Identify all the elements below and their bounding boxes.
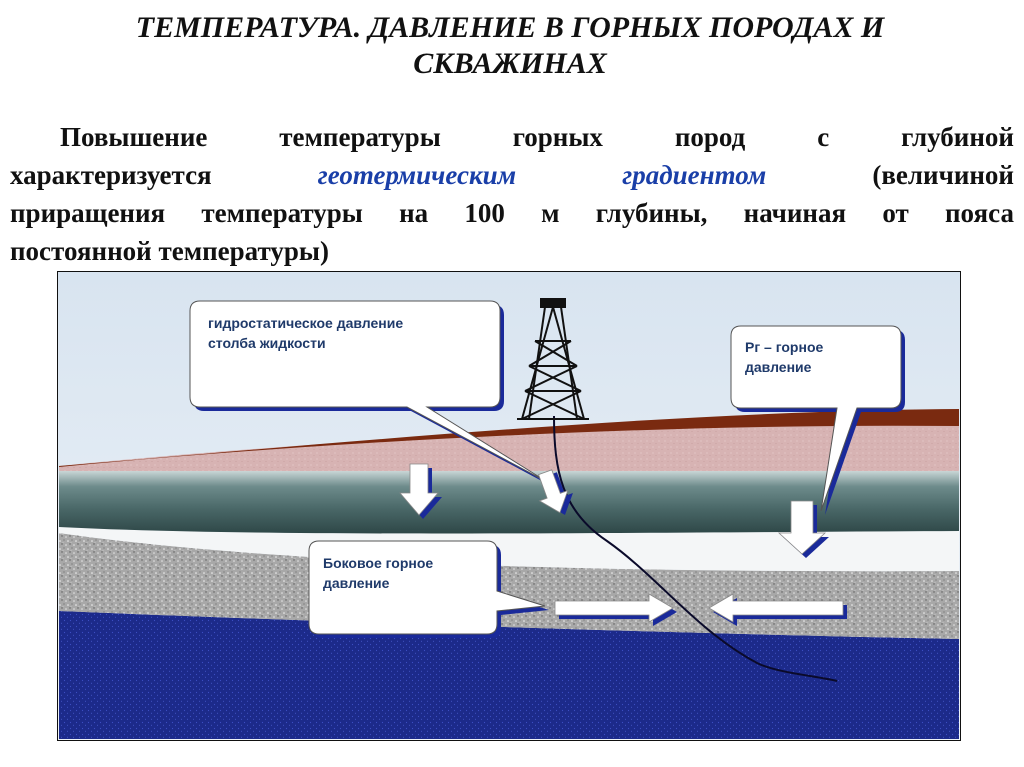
down-arrow-icon — [777, 500, 829, 558]
lateral-pressure-label-line-1: Боковое горное — [323, 555, 434, 571]
word: от — [882, 198, 909, 228]
hydrostatic-label-line-2: столба жидкости — [208, 335, 326, 351]
word: Повышение — [60, 122, 208, 152]
white-layer — [59, 527, 959, 572]
drilling-rig-icon — [517, 298, 589, 420]
term-gradient: градиентом — [622, 160, 767, 190]
word: пород — [674, 122, 746, 152]
lateral-pressure-label: Боковое горное давление — [323, 553, 433, 593]
paragraph-line-4: постоянной температуры) — [10, 232, 1014, 270]
hydrostatic-label: гидростатическое давление столба жидкост… — [208, 313, 403, 353]
pink-layer — [59, 419, 959, 471]
word: пояса — [945, 198, 1014, 228]
lateral-pressure-label-line-2: давление — [323, 575, 390, 591]
water-layer — [59, 611, 959, 739]
paragraph-line-2: характеризуется геотермическим градиенто… — [10, 156, 1014, 194]
word: на — [399, 198, 429, 228]
word: начиная — [743, 198, 847, 228]
paragraph-line-3: приращения температуры на 100 м глубины,… — [10, 194, 1014, 232]
hydrostatic-label-line-1: гидростатическое давление — [208, 315, 404, 331]
teal-layer — [59, 471, 959, 534]
term-geothermal: геотермическим — [317, 160, 517, 190]
word: с — [817, 122, 830, 152]
slide-title: ТЕМПЕРАТУРА. ДАВЛЕНИЕ В ГОРНЫХ ПОРОДАХ И… — [60, 10, 960, 82]
rock-pressure-label-line-2: давление — [745, 359, 812, 375]
down-arrow-icon — [399, 463, 442, 519]
pressure-diagram: гидростатическое давление столба жидкост… — [56, 270, 962, 742]
word: характеризуется — [10, 160, 212, 190]
hydrostatic-callout — [189, 300, 553, 487]
paragraph-line-1: Повышение температуры горных пород с глу… — [10, 118, 1014, 156]
brown-layer — [59, 409, 959, 467]
title-line-1: ТЕМПЕРАТУРА. ДАВЛЕНИЕ В ГОРНЫХ ПОРОДАХ И — [135, 11, 885, 44]
intro-paragraph: Повышение температуры горных пород с глу… — [10, 118, 1014, 270]
word: м — [541, 198, 560, 228]
word: глубины, — [595, 198, 708, 228]
word: температуры — [279, 122, 441, 152]
word: постоянной температуры) — [10, 236, 329, 266]
word: горных — [512, 122, 603, 152]
rock-pressure-label-line-1: Рг – горное — [745, 339, 824, 355]
word: 100 — [464, 198, 505, 228]
down-arrow-icon — [538, 469, 573, 516]
word: глубиной — [901, 122, 1014, 152]
left-arrow-icon — [708, 593, 847, 626]
lateral-pressure-callout — [308, 540, 549, 638]
word: приращения — [10, 198, 166, 228]
title-line-2: СКВАЖИНАХ — [413, 47, 607, 80]
word: (величиной — [872, 160, 1014, 190]
right-arrow-icon — [554, 593, 677, 626]
rock-pressure-callout — [730, 325, 905, 515]
diagram-canvas — [56, 270, 962, 742]
rock-pressure-label: Рг – горное давление — [745, 337, 823, 377]
well-bore — [553, 415, 838, 682]
word: температуры — [201, 198, 363, 228]
